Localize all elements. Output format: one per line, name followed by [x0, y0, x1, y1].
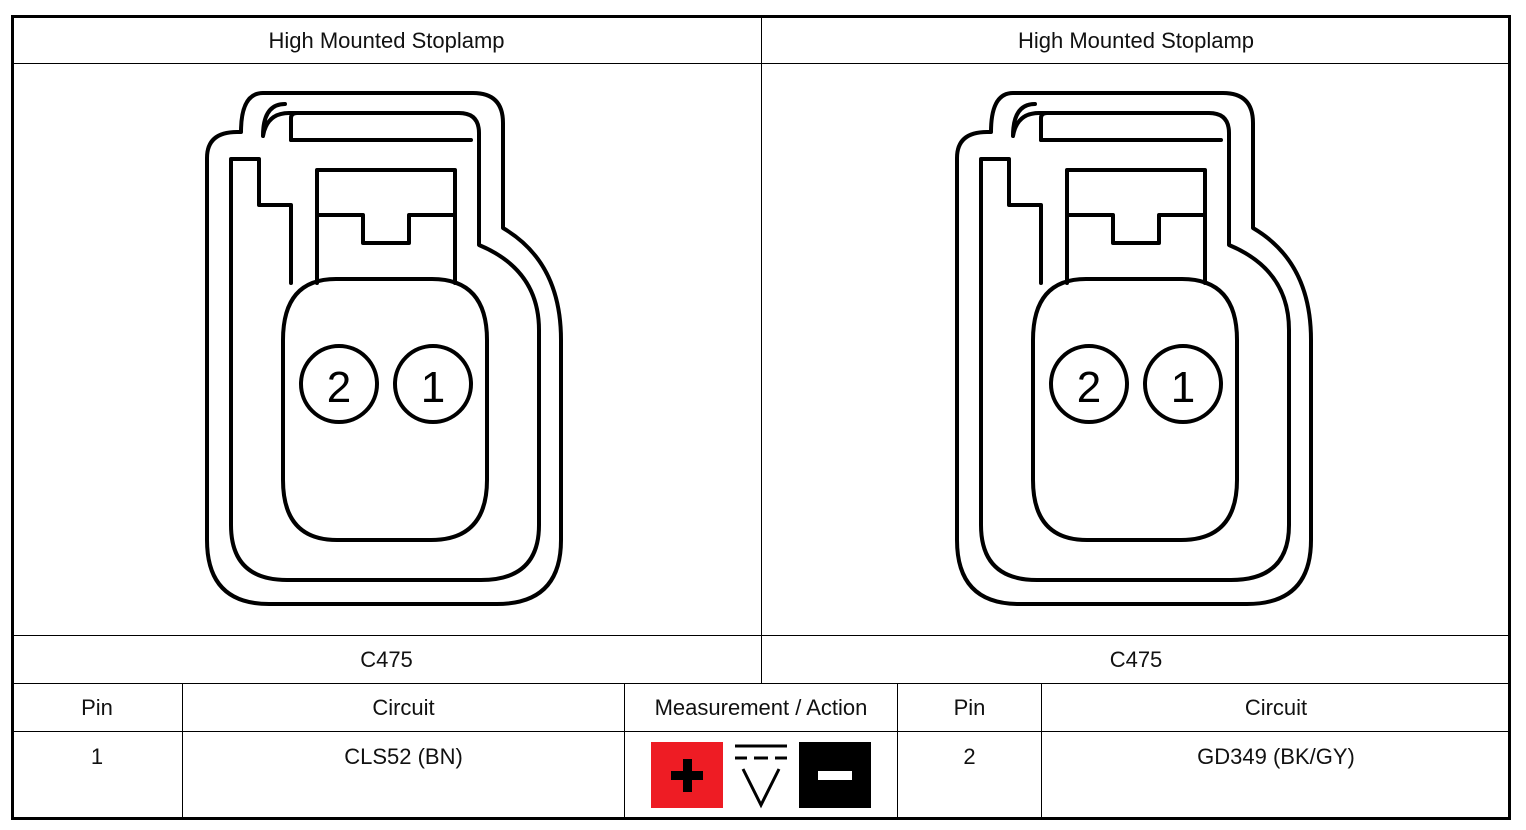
connector-housing-outline [955, 91, 1313, 606]
header-circuit: Circuit [372, 694, 435, 720]
pin-number: 2 [327, 363, 351, 412]
header-circuit: Circuit [1244, 694, 1308, 720]
pin-cavity [1049, 344, 1129, 424]
connector-label: C475 [360, 646, 413, 672]
pin-number: 1 [421, 363, 445, 412]
connector-inner-outline [229, 102, 541, 582]
pin-value: 2 [963, 744, 976, 769]
divider [182, 684, 183, 818]
connector-label: C475 [1109, 646, 1163, 672]
dc-voltage-icon [735, 744, 787, 809]
connector-face-diagram: 2 1 [955, 91, 1313, 606]
terminal-cavity-outline [281, 277, 489, 542]
connector-title: High Mounted Stoplamp [268, 27, 505, 53]
positive-probe-icon [651, 742, 723, 808]
divider [1041, 684, 1042, 818]
pin-value: 1 [90, 744, 104, 769]
latch-outline [1039, 111, 1207, 285]
latch-outline [289, 111, 457, 285]
measurement-action-icons [651, 741, 871, 809]
connector-face-diagram: 2 1 [205, 91, 563, 606]
latch-outline [1007, 138, 1223, 285]
circuit-value: GD349 (BK/GY) [1197, 744, 1355, 769]
divider [12, 731, 1510, 732]
header-measurement-action: Measurement / Action [654, 694, 868, 720]
pin-cavity [393, 344, 473, 424]
connector-housing-outline [205, 91, 563, 606]
pin-number: 1 [1171, 363, 1195, 412]
divider [624, 684, 625, 818]
pin-cavity [299, 344, 379, 424]
terminal-cavity-outline [1031, 277, 1239, 542]
latch-outline [257, 138, 473, 285]
connector-inner-outline [979, 102, 1291, 582]
divider [897, 684, 898, 818]
header-pin: Pin [953, 694, 986, 720]
pin-number: 2 [1077, 363, 1101, 412]
pin-cavity [1143, 344, 1223, 424]
header-pin: Pin [81, 694, 113, 720]
negative-probe-icon [799, 742, 871, 808]
connector-title: High Mounted Stoplamp [1017, 27, 1255, 53]
divider [761, 16, 762, 684]
circuit-value: CLS52 (BN) [344, 744, 463, 769]
